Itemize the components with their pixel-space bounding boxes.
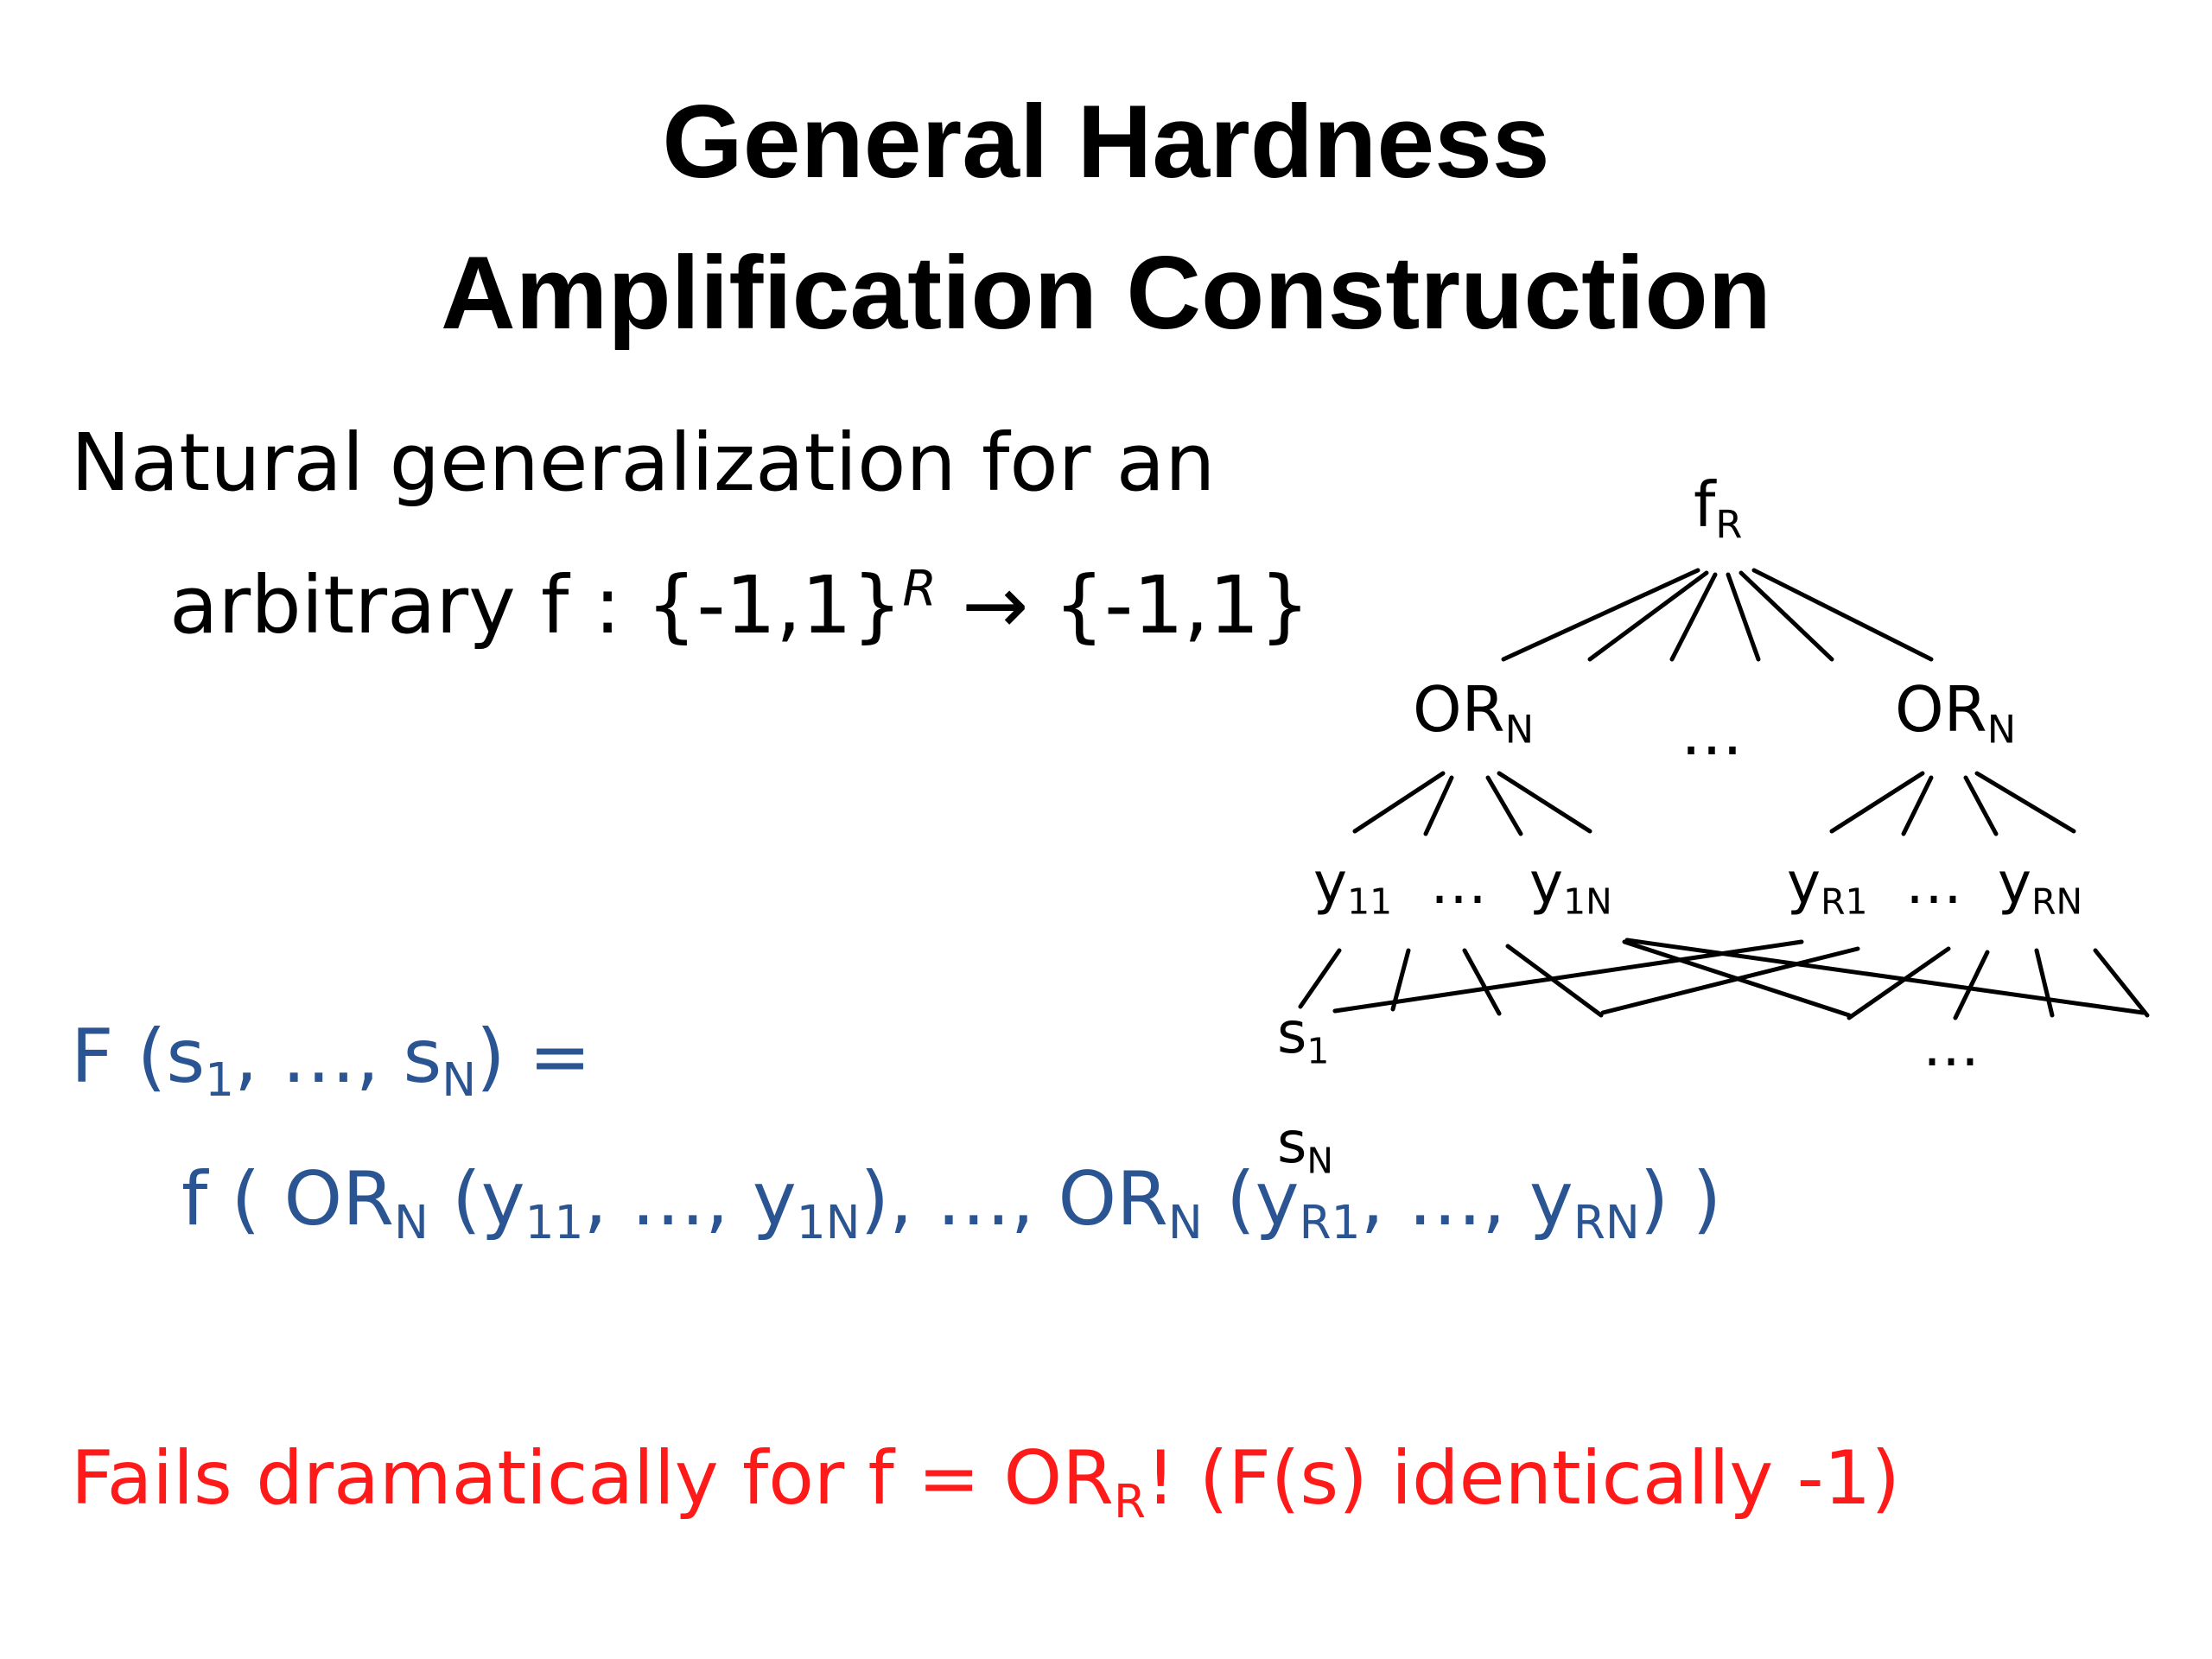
- tree-yr1-label: yR1: [1787, 850, 1868, 923]
- edge-or-right-3: [1963, 775, 1999, 836]
- edge-cross-4: [1847, 946, 1951, 1020]
- edge-root-2: [1587, 570, 1709, 662]
- arrow-icon: →: [962, 559, 1029, 652]
- intro-domain-text: arbitrary f : {-1,1}: [169, 559, 903, 652]
- tree-mid-ellipsis: …: [1681, 696, 1743, 769]
- edge-leaf-3: [1462, 948, 1502, 1016]
- tree-yrn-label: yRN: [1998, 850, 2083, 923]
- tree-leaf-ellipsis-left: …: [1430, 850, 1487, 917]
- edge-root-4: [1726, 572, 1761, 662]
- edge-or-left-3: [1485, 775, 1523, 836]
- formula-line-2: f ( ORN (y11, …, y1N), …, ORN (yR1, …, y…: [181, 1156, 1722, 1249]
- edge-or-right-4: [1974, 771, 2076, 834]
- tree-y1n-label: y1N: [1529, 850, 1612, 923]
- intro-line-1: Natural generalization for an: [71, 416, 1216, 509]
- edge-or-right-1: [1829, 771, 1925, 834]
- edge-or-left-4: [1497, 771, 1592, 834]
- tree-or-left-label: ORN: [1413, 673, 1535, 753]
- tree-or-right-label: ORN: [1895, 673, 2017, 753]
- edge-root-5: [1738, 570, 1834, 662]
- edge-cross-3: [1622, 939, 1852, 1018]
- tree-sn-label: sN: [1277, 1109, 1333, 1182]
- slide-title-line-2: Amplification Construction: [441, 235, 1771, 351]
- edge-leaf-1: [1298, 948, 1342, 1009]
- edge-leaf-7: [2093, 948, 2150, 1018]
- slide-title-line-1: General Hardness: [662, 84, 1550, 200]
- edge-or-left-1: [1352, 771, 1446, 834]
- tree-y11-label: y11: [1313, 850, 1393, 923]
- edge-leaf-6: [2034, 948, 2055, 1018]
- edge-cross-2: [1600, 946, 1860, 1015]
- edge-leaf-4: [1505, 944, 1604, 1018]
- edge-cross-5: [1624, 938, 2145, 1015]
- conclusion-text: Fails dramatically for f = ORR! (F(s) id…: [71, 1435, 1900, 1529]
- tree-leaf-ellipsis-right: …: [1905, 850, 1962, 917]
- intro-line-2: arbitrary f : {-1,1}R → {-1,1}: [169, 564, 1310, 645]
- edge-root-or-right: [1751, 568, 1934, 662]
- intro-exponent: R: [902, 560, 938, 618]
- edge-root-or-left: [1501, 568, 1700, 662]
- edge-or-right-2: [1901, 775, 1934, 836]
- tree-root-label: fR: [1694, 468, 1743, 548]
- formula-line-1: F (s1, …, sN) =: [71, 1014, 592, 1107]
- tree-s1-label: s1: [1277, 1000, 1330, 1072]
- edge-or-left-2: [1423, 775, 1454, 836]
- intro-codomain-text: {-1,1}: [1028, 559, 1311, 652]
- tree-bottom-ellipsis: …: [1923, 1013, 1980, 1079]
- edge-leaf-5: [1953, 950, 1990, 1020]
- edge-root-3: [1669, 572, 1718, 662]
- edge-leaf-2: [1390, 948, 1411, 1012]
